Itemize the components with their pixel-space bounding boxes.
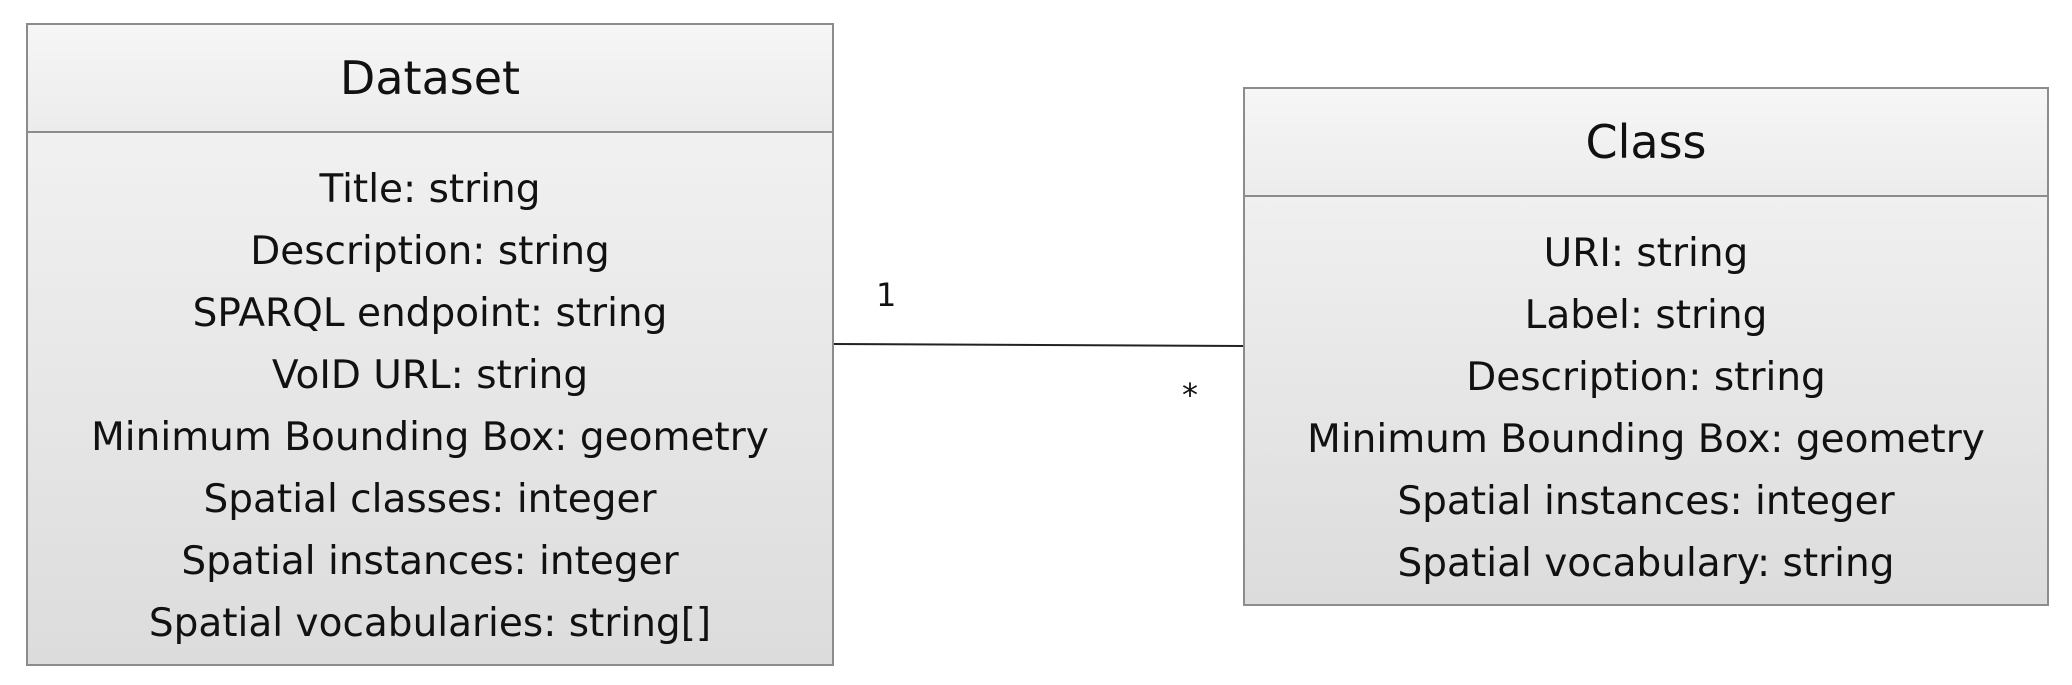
class-attribute: Spatial instances: integer — [1397, 479, 1895, 524]
association-connector — [833, 343, 1244, 347]
dataset-attribute: Description: string — [250, 229, 610, 274]
dataset-attribute: Title: string — [319, 167, 541, 212]
dataset-attribute: Spatial instances: integer — [181, 539, 679, 584]
dataset-multiplicity-label: 1 — [876, 276, 897, 314]
dataset-attribute: Minimum Bounding Box: geometry — [91, 415, 769, 460]
dataset-attribute: SPARQL endpoint: string — [192, 291, 668, 336]
class-attribute: URI: string — [1543, 231, 1749, 276]
class-attribute: Description: string — [1466, 355, 1826, 400]
class-attribute: Label: string — [1524, 293, 1768, 338]
class-class-name: Class — [1245, 89, 2047, 197]
dataset-class-box: Dataset Title: string Description: strin… — [26, 23, 834, 666]
dataset-attribute: VoID URL: string — [271, 353, 589, 398]
dataset-attributes: Title: string Description: string SPARQL… — [28, 133, 832, 655]
dataset-attribute: Spatial vocabularies: string[] — [148, 601, 712, 646]
dataset-class-name: Dataset — [28, 25, 832, 133]
class-multiplicity-label: * — [1182, 376, 1198, 414]
dataset-attribute: Spatial classes: integer — [203, 477, 657, 522]
class-class-box: Class URI: string Label: string Descript… — [1243, 87, 2049, 606]
class-attribute: Minimum Bounding Box: geometry — [1307, 417, 1985, 462]
class-attribute: Spatial vocabulary: string — [1397, 541, 1895, 586]
class-attributes: URI: string Label: string Description: s… — [1245, 197, 2047, 595]
